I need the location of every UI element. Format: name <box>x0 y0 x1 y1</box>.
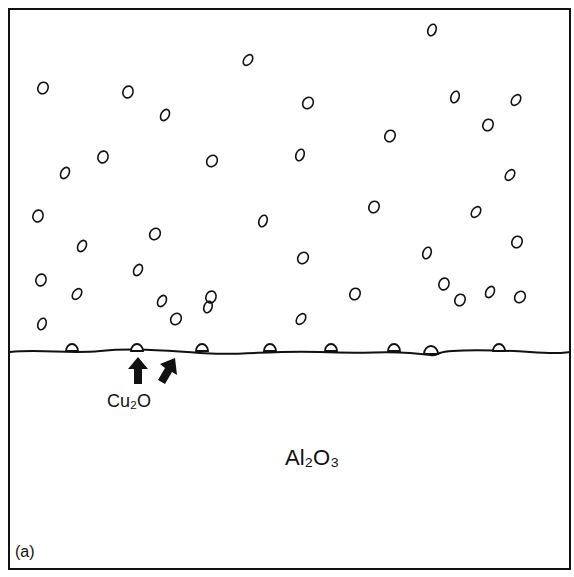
interface-particle <box>325 344 337 351</box>
interface-particle <box>66 344 78 351</box>
particle <box>96 150 110 165</box>
particle <box>147 226 162 242</box>
particle <box>257 214 269 228</box>
particle <box>503 168 517 182</box>
particle <box>509 93 523 107</box>
particle <box>168 311 183 327</box>
particle <box>367 199 381 214</box>
particle <box>121 85 135 100</box>
particle <box>294 148 306 162</box>
particle <box>31 209 45 224</box>
particle <box>202 300 214 314</box>
particle <box>132 263 145 277</box>
particle <box>449 90 461 104</box>
panel-label: (a) <box>15 544 35 560</box>
particle <box>36 317 48 331</box>
interface-particle <box>424 346 438 354</box>
particle <box>383 128 397 143</box>
phase-label: Cu₂O <box>107 392 151 410</box>
particle <box>70 287 84 301</box>
interface-particle <box>264 344 276 351</box>
particle <box>204 153 219 169</box>
arrow <box>128 357 148 384</box>
arrows <box>128 357 177 384</box>
frame <box>9 9 570 569</box>
arrow <box>158 358 177 384</box>
particle <box>421 246 433 260</box>
particle <box>510 234 524 249</box>
particle <box>484 285 497 299</box>
particle <box>295 250 310 266</box>
particles <box>31 23 527 331</box>
particle <box>76 239 89 253</box>
particle <box>156 294 169 308</box>
particle <box>36 80 50 95</box>
particle <box>348 286 362 301</box>
particle <box>294 312 308 326</box>
particle <box>59 166 72 180</box>
interface-line <box>10 350 570 356</box>
interface-particles <box>66 344 505 354</box>
particle <box>469 205 483 219</box>
particle <box>426 23 438 37</box>
interface-particle <box>493 344 505 351</box>
particle <box>300 95 315 111</box>
particle <box>241 53 255 67</box>
interface-particle <box>131 344 143 351</box>
interface-particle <box>388 344 400 351</box>
particle <box>437 277 451 292</box>
particle <box>34 273 48 288</box>
particle <box>481 117 495 132</box>
interface-particle <box>196 344 208 351</box>
particle <box>453 292 467 307</box>
particle <box>512 289 527 305</box>
substrate-label: Al₂O₃ <box>285 447 339 469</box>
particle <box>159 108 172 122</box>
